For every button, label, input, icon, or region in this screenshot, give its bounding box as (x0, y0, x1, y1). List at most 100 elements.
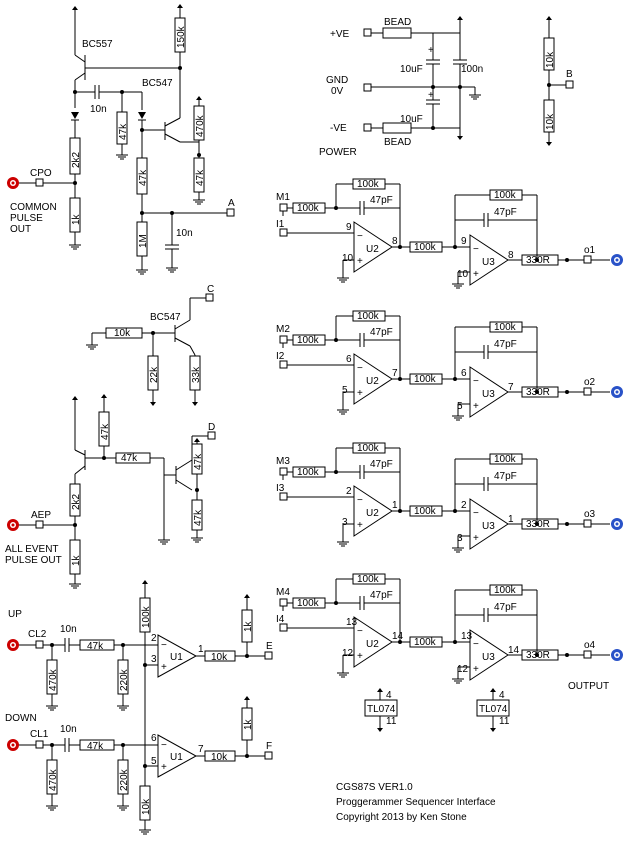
aep-desc-1: ALL EVENT (5, 544, 59, 555)
svg-text:+: + (161, 762, 167, 773)
node-a-terminal (226, 208, 235, 217)
fb-r100k-2-label: 100k (494, 322, 517, 333)
divider-r-top-label: 10k (545, 51, 556, 68)
u3-pin-out: 8 (508, 250, 514, 261)
c47pf-1-label: 47pF (370, 590, 393, 601)
c10n-b-label: 10n (176, 228, 193, 239)
tl074-label-1: TL074 (367, 704, 396, 715)
u2-pin-in-pos: 10 (342, 253, 354, 264)
r100k-ref-label: 100k (141, 605, 152, 628)
cap-bot-label: 10uF (400, 114, 423, 125)
u2-pin-in-pos: 12 (342, 648, 354, 659)
u1b-pin-in-neg: 6 (151, 733, 157, 744)
ic2-pin-top: 4 (499, 690, 505, 701)
bead-top (382, 27, 412, 39)
r-2k2-label: 2k2 (71, 151, 82, 168)
u1-upper-label: U1 (170, 652, 183, 663)
ic1-pin-top: 4 (386, 690, 392, 701)
u1-upper-opamp (157, 634, 198, 678)
m-terminal (279, 598, 288, 607)
down-r470k-label: 470k (48, 768, 59, 791)
i-terminal (279, 492, 288, 501)
u1a-pin-out: 1 (198, 644, 204, 655)
r-1k-label: 1k (71, 213, 82, 225)
u2-pin-in-neg: 13 (346, 617, 358, 628)
channel-1: M1100k100k47pFI1−+U29108100k100k47pF−+U3… (276, 178, 623, 289)
ic-power-section: 4 TL074 11 4 TL074 11 OUTPUT (364, 681, 609, 732)
fb-r100k-2-label: 100k (494, 190, 517, 201)
u2-pin-in-pos: 5 (342, 385, 348, 396)
q1-label: BC557 (82, 39, 113, 50)
fb-r100k-2-label: 100k (494, 585, 517, 596)
m-label: M1 (276, 192, 290, 203)
u2-pin-out: 7 (392, 368, 398, 379)
u2-pin-out: 14 (392, 631, 404, 642)
o-label: o4 (584, 640, 596, 651)
fb-r100k-1-label: 100k (357, 311, 380, 322)
r10k-ref-label: 10k (141, 798, 152, 815)
r-150k-label: 150k (176, 25, 187, 48)
aep-r-47k-c2-label: 47k (193, 509, 204, 526)
ic2-pin-bot: 11 (499, 716, 510, 727)
svg-text:−: − (161, 740, 167, 751)
node-f-label: F (266, 741, 272, 752)
svg-text:−: − (357, 495, 363, 506)
cl2-terminal (35, 640, 44, 649)
u2-opamp (353, 353, 393, 405)
i-label: I4 (276, 614, 285, 625)
i-label: I1 (276, 219, 285, 230)
neg-terminal (363, 123, 372, 132)
zero-volt-label: 0V (331, 86, 344, 97)
cl1-terminal (35, 740, 44, 749)
aep-r-47k-c1-label: 47k (193, 453, 204, 470)
u3-pin-in-pos: 12 (457, 664, 469, 675)
i-label: I2 (276, 351, 285, 362)
svg-text:+: + (357, 256, 363, 267)
u1a-pin-in-neg: 2 (151, 633, 157, 644)
o-terminal (583, 650, 592, 659)
u3-pin-in-neg: 13 (461, 631, 473, 642)
svg-text:+: + (473, 664, 479, 675)
q2-label: BC547 (142, 78, 173, 89)
up-r220k-label: 220k (119, 668, 130, 691)
u3-pin-in-pos: 5 (457, 401, 463, 412)
power-section: +VE BEAD + 10uF 100n GND 0V + 10uF -VE B… (319, 16, 483, 158)
u2-label: U2 (366, 244, 379, 255)
mid-r100k-label: 100k (414, 374, 437, 385)
power-title: POWER (319, 147, 357, 158)
cpo-desc-3: OUT (10, 224, 31, 235)
neg-supply-label: -VE (330, 123, 347, 134)
m-label: M4 (276, 587, 290, 598)
u3-label: U3 (482, 257, 495, 268)
svg-text:+: + (357, 520, 363, 531)
bead-bot-label: BEAD (384, 137, 411, 148)
o-terminal (583, 387, 592, 396)
footer: CGS87S VER1.0 Proggerammer Sequencer Int… (336, 782, 496, 823)
m-r100k-label: 100k (297, 467, 320, 478)
aep-desc-2: PULSE OUT (5, 555, 62, 566)
gnd-terminal (363, 83, 372, 92)
m-terminal (279, 467, 288, 476)
u2-pin-in-neg: 2 (346, 486, 352, 497)
up-r47k-label: 47k (87, 641, 104, 652)
u3-pin-in-neg: 6 (461, 368, 467, 379)
c47pf-2-label: 47pF (494, 471, 517, 482)
cl2-label: CL2 (28, 629, 47, 640)
svg-text:+: + (428, 45, 434, 56)
m-r100k-label: 100k (297, 335, 320, 346)
svg-text:−: − (357, 363, 363, 374)
tl074-label-2: TL074 (479, 704, 508, 715)
r-1m-label: 1M (138, 234, 149, 248)
c47pf-2-label: 47pF (494, 207, 517, 218)
m-label: M3 (276, 456, 290, 467)
common-pulse-section: BC557 10n 2k2 1k 47k BC547 (7, 4, 235, 275)
down-r220k-label: 220k (119, 768, 130, 791)
u3-pin-out: 7 (508, 382, 514, 393)
u2-opamp (353, 221, 393, 273)
u3-pin-in-neg: 9 (461, 236, 467, 247)
down-label: DOWN (5, 713, 37, 724)
c47pf-1-label: 47pF (370, 327, 393, 338)
u2-pin-out: 8 (392, 236, 398, 247)
node-d-label: D (208, 422, 215, 433)
up-label: UP (8, 609, 22, 620)
